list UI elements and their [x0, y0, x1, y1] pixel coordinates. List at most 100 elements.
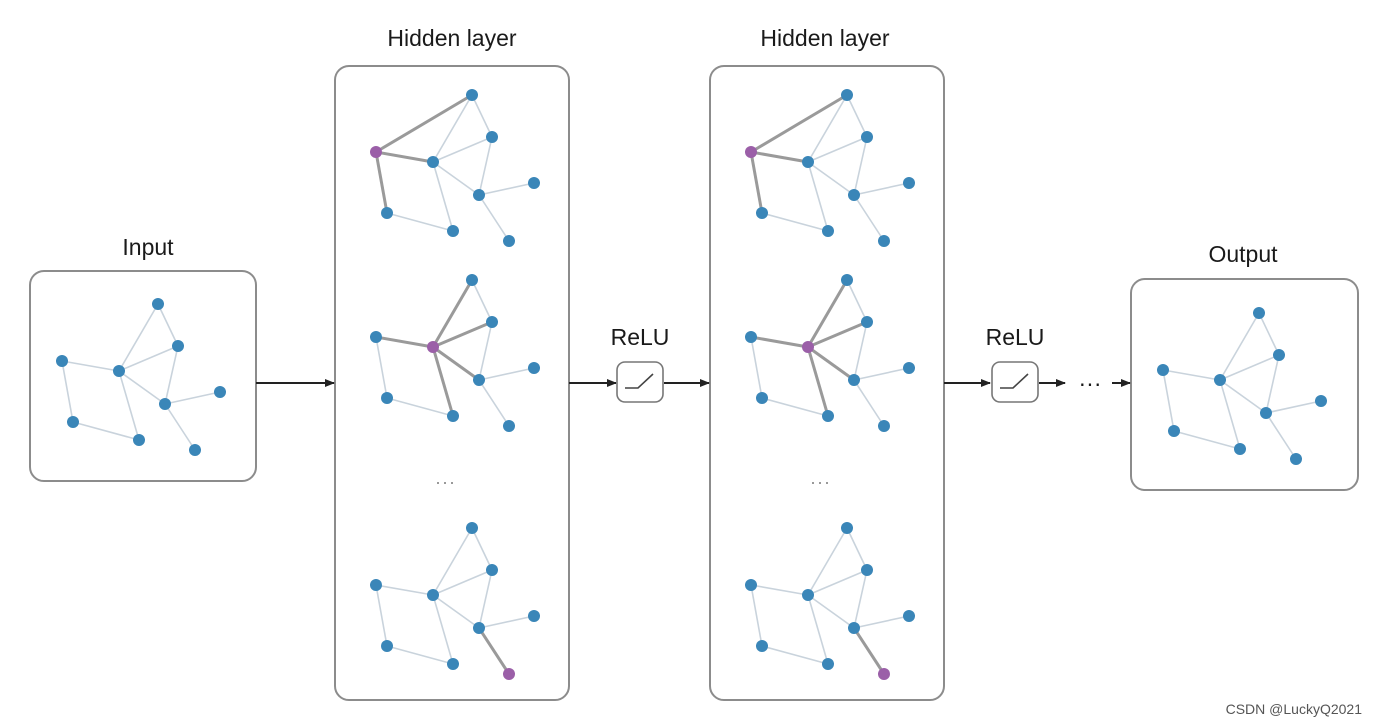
trailing-dots: ···: [1079, 370, 1102, 396]
graph-node: [861, 316, 873, 328]
graph-node: [848, 374, 860, 386]
graph-node: [878, 235, 890, 247]
output-graph: [1157, 307, 1327, 465]
graph-node: [745, 331, 757, 343]
graph-node: [381, 640, 393, 652]
graph-node: [841, 89, 853, 101]
graph-edge: [846, 279, 868, 323]
graph-edge-highlighted: [807, 345, 855, 382]
graph-edge: [432, 161, 480, 196]
graph-edge: [432, 527, 473, 596]
graph-edge-highlighted: [749, 151, 764, 214]
graph-edge: [61, 360, 120, 372]
graph-edge: [386, 397, 454, 417]
graph-node: [67, 416, 79, 428]
graph-node: [903, 610, 915, 622]
graph-edge: [432, 569, 493, 596]
graph-edge-highlighted: [806, 279, 849, 348]
graph-edge-highlighted: [431, 346, 455, 417]
graph-node-highlighted: [878, 668, 890, 680]
graph-node: [841, 274, 853, 286]
hidden-layer-1-panel: [334, 65, 570, 701]
graph-edge: [807, 594, 829, 665]
graph-node: [848, 622, 860, 634]
graph-edge: [471, 94, 493, 138]
graph-edge: [1265, 400, 1322, 414]
graph-edge-highlighted: [852, 627, 886, 675]
graph-node-highlighted: [802, 341, 814, 353]
graph-node: [1214, 374, 1226, 386]
graph-edge: [853, 569, 868, 629]
graph-edge: [853, 615, 910, 629]
graph-edge-highlighted: [431, 279, 474, 348]
graph-node: [1315, 395, 1327, 407]
graph-edge: [846, 94, 868, 138]
graph-edge: [1258, 312, 1280, 356]
graph-edge: [164, 391, 221, 405]
graph-node: [822, 225, 834, 237]
input-graph: [56, 298, 226, 456]
graph-edge: [750, 336, 763, 399]
hidden1-graph-2: [370, 274, 540, 432]
graph-edge: [432, 594, 480, 629]
graph-edge: [807, 594, 855, 629]
hidden1-graph-1: [370, 89, 540, 247]
graph-edge: [164, 403, 196, 451]
graph-edge: [478, 367, 535, 381]
graph-edge: [432, 594, 454, 665]
graph-node: [486, 131, 498, 143]
graph-edge: [118, 370, 166, 405]
relu-1-icon: [616, 361, 664, 403]
graph-edge: [118, 345, 179, 372]
hidden1-graph-3: [370, 522, 540, 680]
hidden-layer-1-title: Hidden layer: [387, 25, 516, 51]
graph-edge: [846, 527, 868, 571]
graph-edge: [432, 136, 493, 163]
graph-node: [473, 374, 485, 386]
graph-edge: [1219, 354, 1280, 381]
graph-edge: [471, 279, 493, 323]
graph-edge: [118, 303, 159, 372]
graph-edge: [61, 360, 74, 423]
graph-edge: [807, 569, 868, 596]
graph-edge-highlighted: [477, 627, 511, 675]
graph-node: [370, 331, 382, 343]
graph-edge-highlighted: [750, 150, 809, 164]
graph-node: [528, 177, 540, 189]
graph-node: [189, 444, 201, 456]
graph-edge: [1173, 430, 1241, 450]
csdn-watermark: CSDN @LuckyQ2021: [1226, 701, 1363, 717]
graph-node: [756, 392, 768, 404]
hidden2-graph-1: [745, 89, 915, 247]
graph-node: [1168, 425, 1180, 437]
hidden2-graph-3: [745, 522, 915, 680]
graph-node: [466, 274, 478, 286]
graph-edge-highlighted: [750, 335, 809, 349]
graph-node: [822, 658, 834, 670]
graph-edge: [807, 161, 855, 196]
graph-node: [1290, 453, 1302, 465]
graph-node: [427, 589, 439, 601]
graph-edge: [853, 367, 910, 381]
graph-edge: [118, 370, 140, 441]
graph-node: [1273, 349, 1285, 361]
graph-node: [473, 622, 485, 634]
graph-edge-highlighted: [807, 320, 868, 349]
graph-node: [756, 640, 768, 652]
graph-node: [861, 564, 873, 576]
relu-2-label: ReLU: [986, 324, 1045, 350]
graph-edge: [478, 182, 535, 196]
graph-node: [159, 398, 171, 410]
graph-edge: [478, 379, 510, 427]
graph-node: [466, 522, 478, 534]
graph-node: [370, 579, 382, 591]
graph-edge: [807, 527, 848, 596]
graph-node: [848, 189, 860, 201]
graph-node: [503, 420, 515, 432]
graph-edge: [72, 421, 140, 441]
graph-edge-highlighted: [806, 346, 830, 417]
relu-1-label: ReLU: [611, 324, 670, 350]
graph-edge: [761, 397, 829, 417]
graph-edge: [853, 136, 868, 196]
